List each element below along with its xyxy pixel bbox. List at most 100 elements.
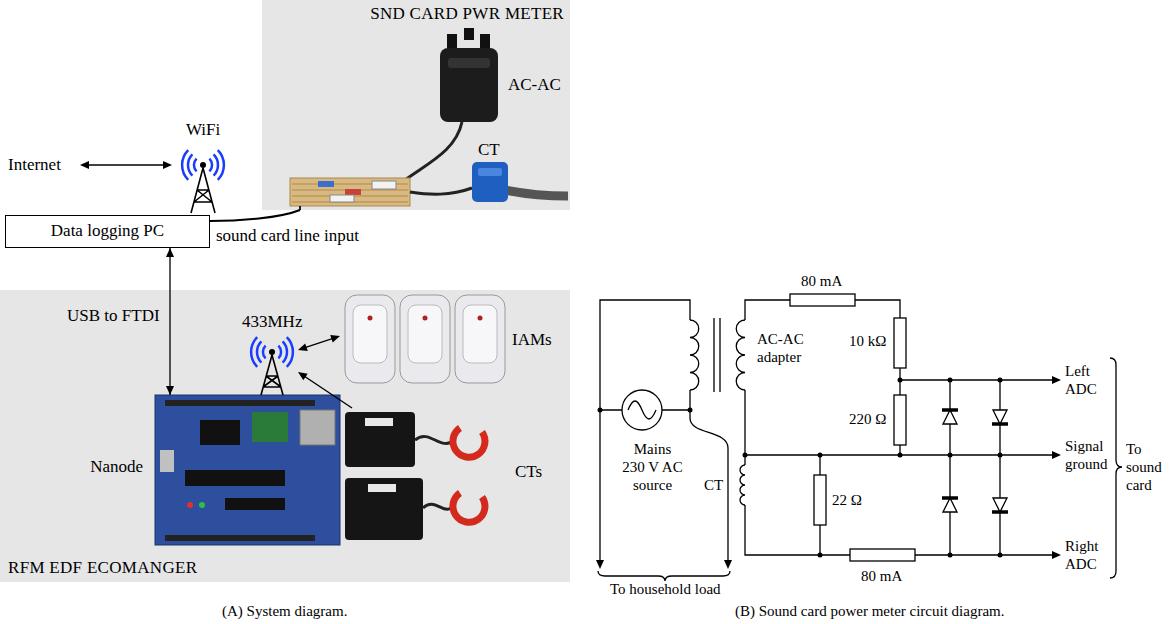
diode-symbol bbox=[943, 498, 957, 512]
panel-region: SND CARD PWR METER bbox=[262, 0, 570, 210]
stripboard-picture bbox=[318, 181, 334, 187]
resistor-symbol bbox=[894, 395, 906, 445]
iam-picture bbox=[478, 316, 483, 321]
antenna-icon bbox=[269, 349, 275, 355]
circuit-wire bbox=[745, 300, 900, 455]
panel-ground bbox=[0, 0, 570, 582]
node-heading: RFM EDF ECOMANGER bbox=[8, 558, 197, 578]
antenna-icon bbox=[182, 150, 224, 213]
double-arrow bbox=[305, 338, 333, 347]
connector-line bbox=[210, 210, 300, 221]
signal-name: Signal ground bbox=[1065, 437, 1115, 473]
arrowhead bbox=[166, 248, 174, 257]
node-heading: Nanode bbox=[90, 457, 143, 477]
part-label: AC-AC bbox=[508, 75, 561, 95]
iam-picture bbox=[455, 295, 505, 383]
board-picture bbox=[165, 400, 315, 406]
junction-dot bbox=[598, 378, 1003, 558]
arrowhead bbox=[166, 386, 174, 395]
arrow bbox=[298, 372, 352, 408]
board-picture bbox=[187, 502, 193, 508]
arrowhead bbox=[724, 560, 732, 569]
board-picture bbox=[199, 502, 205, 508]
signal-label: sound card line input bbox=[216, 226, 359, 246]
coil-symbol bbox=[740, 465, 745, 505]
double-arrow bbox=[298, 343, 308, 351]
bracket-label: To household load bbox=[610, 580, 721, 598]
circuit-wire bbox=[690, 390, 728, 561]
board-picture bbox=[200, 420, 240, 445]
subfigure-caption: (A) System diagram. bbox=[222, 602, 347, 620]
junction-dot bbox=[688, 408, 693, 413]
antenna-icon bbox=[287, 337, 293, 367]
antenna-icon bbox=[283, 341, 287, 362]
board-picture bbox=[165, 535, 315, 541]
ct-picture bbox=[453, 428, 485, 457]
antenna-icon bbox=[200, 162, 206, 168]
junction-dot bbox=[818, 453, 823, 458]
board-picture bbox=[185, 470, 285, 486]
junction-dot bbox=[818, 553, 823, 558]
component-value: 22 Ω bbox=[832, 491, 862, 509]
arrowhead bbox=[1052, 451, 1061, 459]
panel-region: RFM EDF ECOMANGER Nanode bbox=[0, 290, 570, 582]
double-arrow bbox=[86, 164, 166, 165]
signal-name: Right ADC bbox=[1065, 537, 1107, 573]
junction-dot bbox=[948, 453, 953, 458]
coil-symbol bbox=[736, 320, 745, 390]
antenna-icon bbox=[263, 346, 266, 359]
double-arrow bbox=[330, 335, 340, 343]
signal-name: To sound card bbox=[1126, 440, 1166, 494]
component-value: 80 mA bbox=[861, 567, 902, 585]
part-label: WiFi bbox=[186, 120, 220, 140]
ct-picture bbox=[478, 168, 502, 176]
iam-picture bbox=[345, 295, 505, 383]
antenna-icon bbox=[251, 337, 293, 395]
antenna-icon bbox=[251, 337, 293, 367]
junction-dot bbox=[998, 553, 1003, 558]
subfigure-caption: (B) Sound card power meter circuit diagr… bbox=[735, 602, 1005, 620]
antenna-icon bbox=[182, 150, 188, 180]
part-label: Mains 230 V AC source bbox=[621, 440, 684, 494]
connector-line bbox=[169, 248, 170, 395]
circuit-wire bbox=[950, 380, 1000, 555]
part-label: AC-AC adapter bbox=[757, 330, 813, 366]
connector bbox=[210, 210, 300, 221]
diode-symbol bbox=[943, 410, 957, 424]
ct-picture bbox=[365, 418, 393, 426]
iam-picture bbox=[368, 316, 373, 321]
brace bbox=[598, 571, 730, 581]
fuse-symbol bbox=[850, 549, 915, 561]
antenna-icon bbox=[182, 150, 224, 180]
ct-picture bbox=[410, 188, 472, 194]
antenna-icon bbox=[191, 168, 215, 213]
diode-symbol bbox=[992, 510, 1008, 514]
adapter-picture bbox=[440, 48, 498, 122]
resistor-symbol bbox=[814, 318, 906, 525]
double-arrow bbox=[80, 161, 89, 169]
board-picture bbox=[252, 412, 288, 442]
fuse-symbol bbox=[790, 294, 855, 306]
brace bbox=[1110, 358, 1122, 578]
ct-picture bbox=[345, 478, 423, 540]
antenna-icon bbox=[257, 341, 261, 362]
arrow bbox=[298, 372, 308, 380]
component-value: 220 Ω bbox=[849, 410, 886, 428]
junction-dot bbox=[898, 378, 903, 383]
process-box: Data logging PC bbox=[5, 215, 210, 248]
circuit-wire bbox=[900, 379, 1053, 380]
board-picture bbox=[225, 498, 285, 510]
iam-picture bbox=[408, 305, 442, 363]
arrow bbox=[304, 376, 352, 408]
iam-picture bbox=[345, 295, 395, 383]
part-label: CT bbox=[704, 476, 723, 494]
circuit-wire bbox=[600, 300, 1053, 561]
coil-symbol bbox=[690, 318, 745, 505]
antenna-icon bbox=[209, 159, 212, 172]
stripboard-picture bbox=[372, 181, 396, 189]
iam-picture bbox=[463, 305, 497, 363]
double-arrow bbox=[80, 161, 172, 169]
